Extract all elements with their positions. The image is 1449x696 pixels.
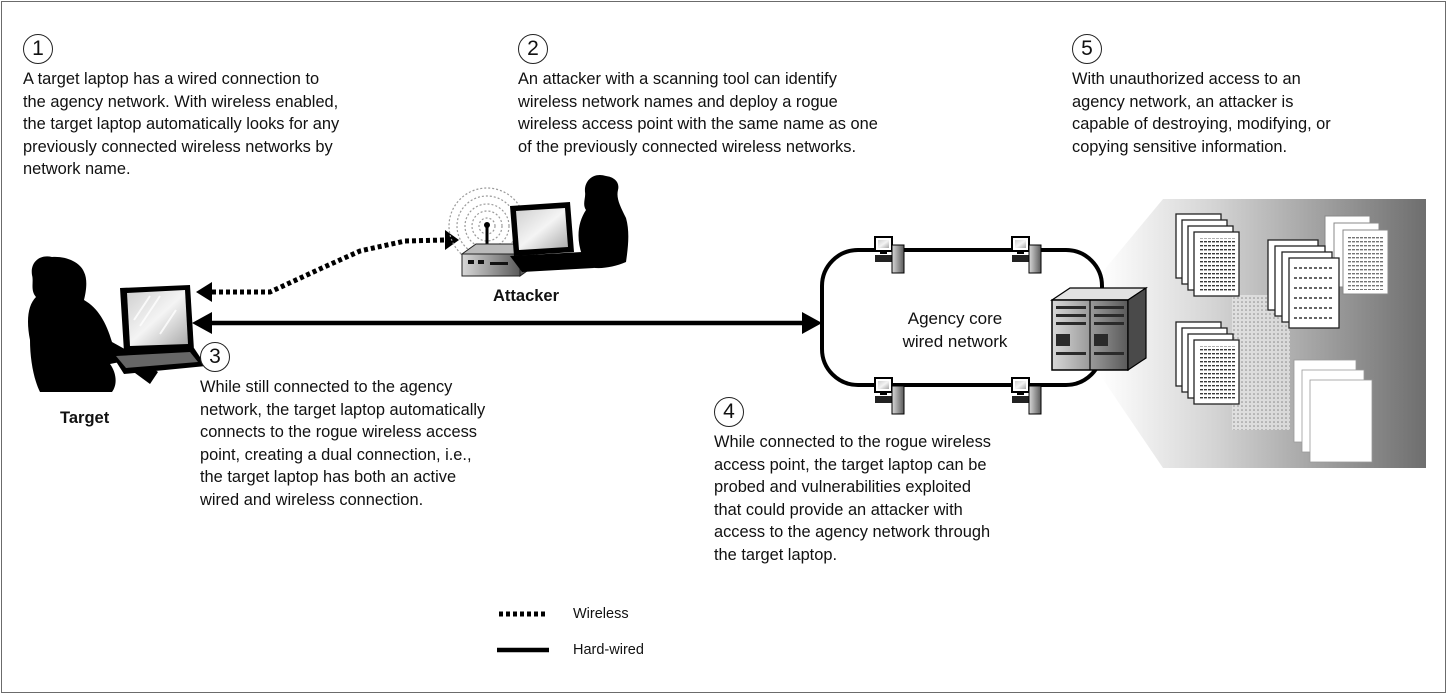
hardwired-connection	[192, 312, 822, 334]
step-number-badge: 5	[1072, 34, 1102, 64]
network-label: Agency core wired network	[902, 309, 1008, 351]
legend-hardwired-label: Hard-wired	[573, 642, 644, 658]
step-number-badge: 4	[714, 397, 744, 427]
workstation-icon	[1011, 377, 1042, 415]
legend-wireless-label: Wireless	[573, 606, 629, 622]
step-description: While connected to the rogue wireless ac…	[714, 433, 991, 564]
wireless-connection	[196, 230, 459, 302]
attacker-person-icon	[448, 174, 629, 277]
arrowhead-right	[802, 312, 822, 334]
document-stack	[1324, 215, 1389, 295]
sensitive-information-panel	[1100, 199, 1426, 468]
step-description: With unauthorized access to an agency ne…	[1072, 70, 1331, 156]
workstation-icon	[874, 377, 905, 415]
step-5: 5 With unauthorized access to an agency …	[1072, 34, 1331, 158]
step-number-badge: 3	[200, 342, 230, 372]
step-2: 2 An attacker with a scanning tool can i…	[518, 34, 878, 158]
legend-hardwired-swatch	[497, 647, 549, 653]
document-stack	[1293, 359, 1373, 463]
step-description: While still connected to the agency netw…	[200, 378, 486, 509]
step-number-badge: 1	[23, 34, 53, 64]
step-4: 4 While connected to the rogue wireless …	[714, 397, 991, 567]
step-number-badge: 2	[518, 34, 548, 64]
arrowhead-left	[196, 282, 212, 302]
step-3: 3 While still connected to the agency ne…	[200, 342, 485, 512]
target-label: Target	[60, 409, 110, 427]
step-1: 1 A target laptop has a wired connection…	[23, 34, 339, 181]
document-stack	[1175, 213, 1240, 297]
legend-hardwired: Hard-wired	[497, 642, 644, 658]
legend-wireless-swatch	[499, 611, 545, 617]
attacker-label: Attacker	[493, 287, 560, 305]
workstation-icon	[874, 236, 905, 274]
server-rack-icon	[1050, 286, 1148, 372]
legend-wireless: Wireless	[497, 606, 629, 622]
document-stack	[1175, 321, 1240, 405]
workstation-icon	[1011, 236, 1042, 274]
arrowhead-left	[192, 312, 212, 334]
target-person-icon	[28, 256, 206, 392]
step-description: A target laptop has a wired connection t…	[23, 70, 340, 179]
step-description: An attacker with a scanning tool can ide…	[518, 70, 878, 156]
document-stack	[1267, 239, 1340, 329]
